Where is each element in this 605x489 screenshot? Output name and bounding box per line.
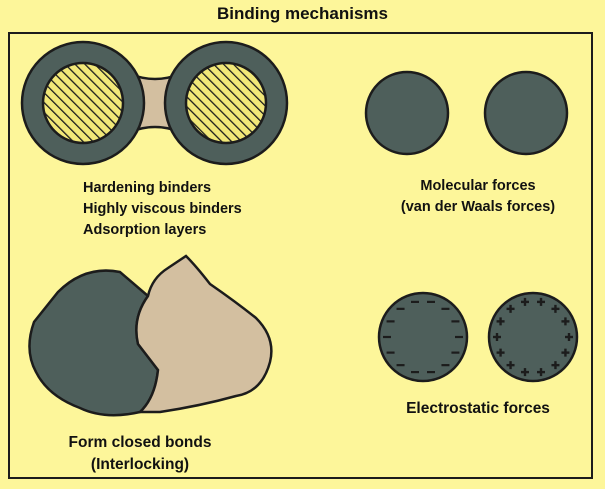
negative-charge-marks xyxy=(383,300,463,374)
molecular-particle-right xyxy=(483,70,569,156)
electrostatic-particle-negative xyxy=(377,291,469,383)
figure-frame xyxy=(8,32,593,479)
electrostatic-particle-positive xyxy=(487,291,579,383)
positive-charge-mark xyxy=(537,297,546,306)
molecular-caption: Molecular forces (van der Waals forces) xyxy=(378,176,578,218)
interlocking-caption: Form closed bonds (Interlocking) xyxy=(40,432,240,476)
interlocking-caption-line-1: Form closed bonds xyxy=(68,434,212,451)
positive-charge-mark xyxy=(506,361,515,370)
binders-caption-line-3: Adsorption layers xyxy=(83,222,207,238)
molecular-caption-line-1: Molecular forces xyxy=(420,178,536,194)
interlocking-shapes xyxy=(28,254,273,417)
binders-caption: Hardening binders Highly viscous binders… xyxy=(83,178,242,241)
positive-charge-mark xyxy=(565,333,573,341)
binder-bridge-group xyxy=(20,40,289,166)
interlocking-particle-light xyxy=(135,254,273,414)
electrostatic-caption: Electrostatic forces xyxy=(378,398,578,420)
positive-charge-mark xyxy=(561,317,570,326)
particle-core-hatched-right xyxy=(184,61,268,145)
binders-caption-line-1: Hardening binders xyxy=(83,180,212,196)
particle-core-hatched-left xyxy=(41,61,125,145)
electrostatic-caption-line-1: Electrostatic forces xyxy=(406,400,550,417)
binders-caption-line-2: Highly viscous binders xyxy=(83,201,242,217)
positive-charge-mark xyxy=(537,368,546,377)
positive-charge-mark xyxy=(551,304,560,313)
positive-charge-mark xyxy=(496,317,505,326)
positive-charge-mark xyxy=(520,297,529,306)
positive-charge-mark xyxy=(551,361,560,370)
molecular-particle-left xyxy=(364,70,450,156)
molecular-particles xyxy=(364,70,569,156)
figure-title: Binding mechanisms xyxy=(217,4,388,23)
positive-charge-mark xyxy=(520,368,529,377)
electrostatic-particles xyxy=(377,291,579,383)
positive-charge-marks xyxy=(493,297,573,377)
positive-charge-mark xyxy=(506,304,515,313)
positive-charge-mark xyxy=(561,348,570,357)
molecular-caption-line-2: (van der Waals forces) xyxy=(400,199,556,215)
positive-charge-mark xyxy=(493,333,501,341)
interlocking-caption-line-2: (Interlocking) xyxy=(90,456,190,473)
positive-charge-mark xyxy=(496,348,505,357)
